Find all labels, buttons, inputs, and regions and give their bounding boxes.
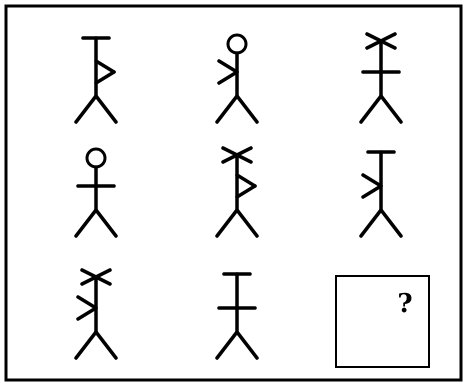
figures-layer bbox=[76, 34, 401, 358]
left-leg bbox=[217, 332, 237, 358]
right-leg bbox=[237, 332, 257, 358]
stick-figure[interactable] bbox=[76, 38, 116, 122]
stick-figure[interactable] bbox=[217, 148, 257, 236]
right-leg bbox=[96, 96, 116, 122]
answer-cell[interactable]: ? bbox=[336, 276, 429, 367]
stick-figure[interactable] bbox=[76, 270, 116, 358]
circle-head bbox=[87, 149, 105, 167]
stick-figure[interactable] bbox=[361, 152, 401, 236]
arm-lower bbox=[237, 186, 255, 197]
arm-lower bbox=[78, 308, 96, 319]
arm-upper bbox=[78, 297, 96, 308]
stick-figure[interactable] bbox=[217, 274, 257, 358]
right-leg bbox=[381, 210, 401, 236]
stick-figure[interactable] bbox=[217, 35, 257, 122]
arm-upper bbox=[363, 175, 381, 186]
right-leg bbox=[237, 210, 257, 236]
arm-lower bbox=[363, 186, 381, 197]
arm-upper bbox=[96, 61, 114, 72]
left-leg bbox=[361, 210, 381, 236]
arm-lower bbox=[219, 72, 237, 83]
left-leg bbox=[76, 96, 96, 122]
arm-upper bbox=[237, 175, 255, 186]
right-leg bbox=[96, 210, 116, 236]
stick-figure[interactable] bbox=[76, 149, 116, 236]
right-leg bbox=[237, 96, 257, 122]
question-mark: ? bbox=[397, 289, 412, 319]
right-leg bbox=[381, 96, 401, 122]
right-leg bbox=[96, 332, 116, 358]
left-leg bbox=[361, 96, 381, 122]
outer-border bbox=[6, 6, 461, 380]
arm-lower bbox=[96, 72, 114, 83]
answer-box[interactable] bbox=[336, 276, 429, 367]
arm-upper bbox=[219, 61, 237, 72]
left-leg bbox=[76, 332, 96, 358]
left-leg bbox=[76, 210, 96, 236]
stick-figure[interactable] bbox=[361, 34, 401, 122]
left-leg bbox=[217, 96, 237, 122]
left-leg bbox=[217, 210, 237, 236]
circle-head bbox=[228, 35, 246, 53]
